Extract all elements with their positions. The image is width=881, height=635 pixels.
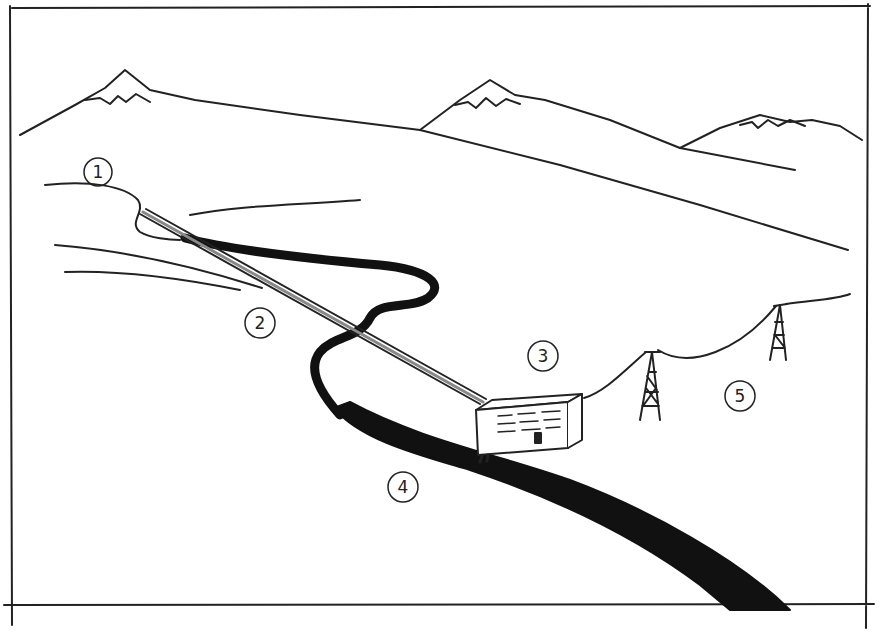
river [185,238,435,415]
callout-circle [528,341,558,371]
callout-number: 1 [83,157,113,187]
snow-cap [85,94,150,104]
snow-cap [740,120,805,128]
mountain-ridge [20,70,420,135]
callout-number: 4 [388,472,418,502]
power-line [786,294,850,304]
river [334,402,790,610]
powerhouse-door [535,433,541,443]
callout-number: 2 [245,308,275,338]
valley-line [65,272,240,290]
callout-number: 5 [725,381,755,411]
hill-line [420,130,848,250]
callout-circle [388,472,418,502]
callout-circle [245,308,275,338]
valley-line [190,200,360,215]
mountain-ridge [680,115,862,148]
penstock-pipe [143,212,483,402]
penstock-pipe [140,209,486,404]
snow-cap [455,98,520,108]
pylon [640,352,660,420]
mountain-ridge [420,80,795,170]
reservoir-shore [45,183,180,240]
callout-circle [84,158,112,186]
power-line [658,306,776,358]
callout-number: 3 [528,341,558,371]
powerhouse-front [476,402,568,455]
powerhouse-window [498,411,560,432]
pylon [770,304,787,360]
powerhouse-side [568,394,582,448]
callout-circle [725,381,755,411]
tailrace [480,455,488,462]
frame [4,4,874,628]
power-line [584,352,646,398]
